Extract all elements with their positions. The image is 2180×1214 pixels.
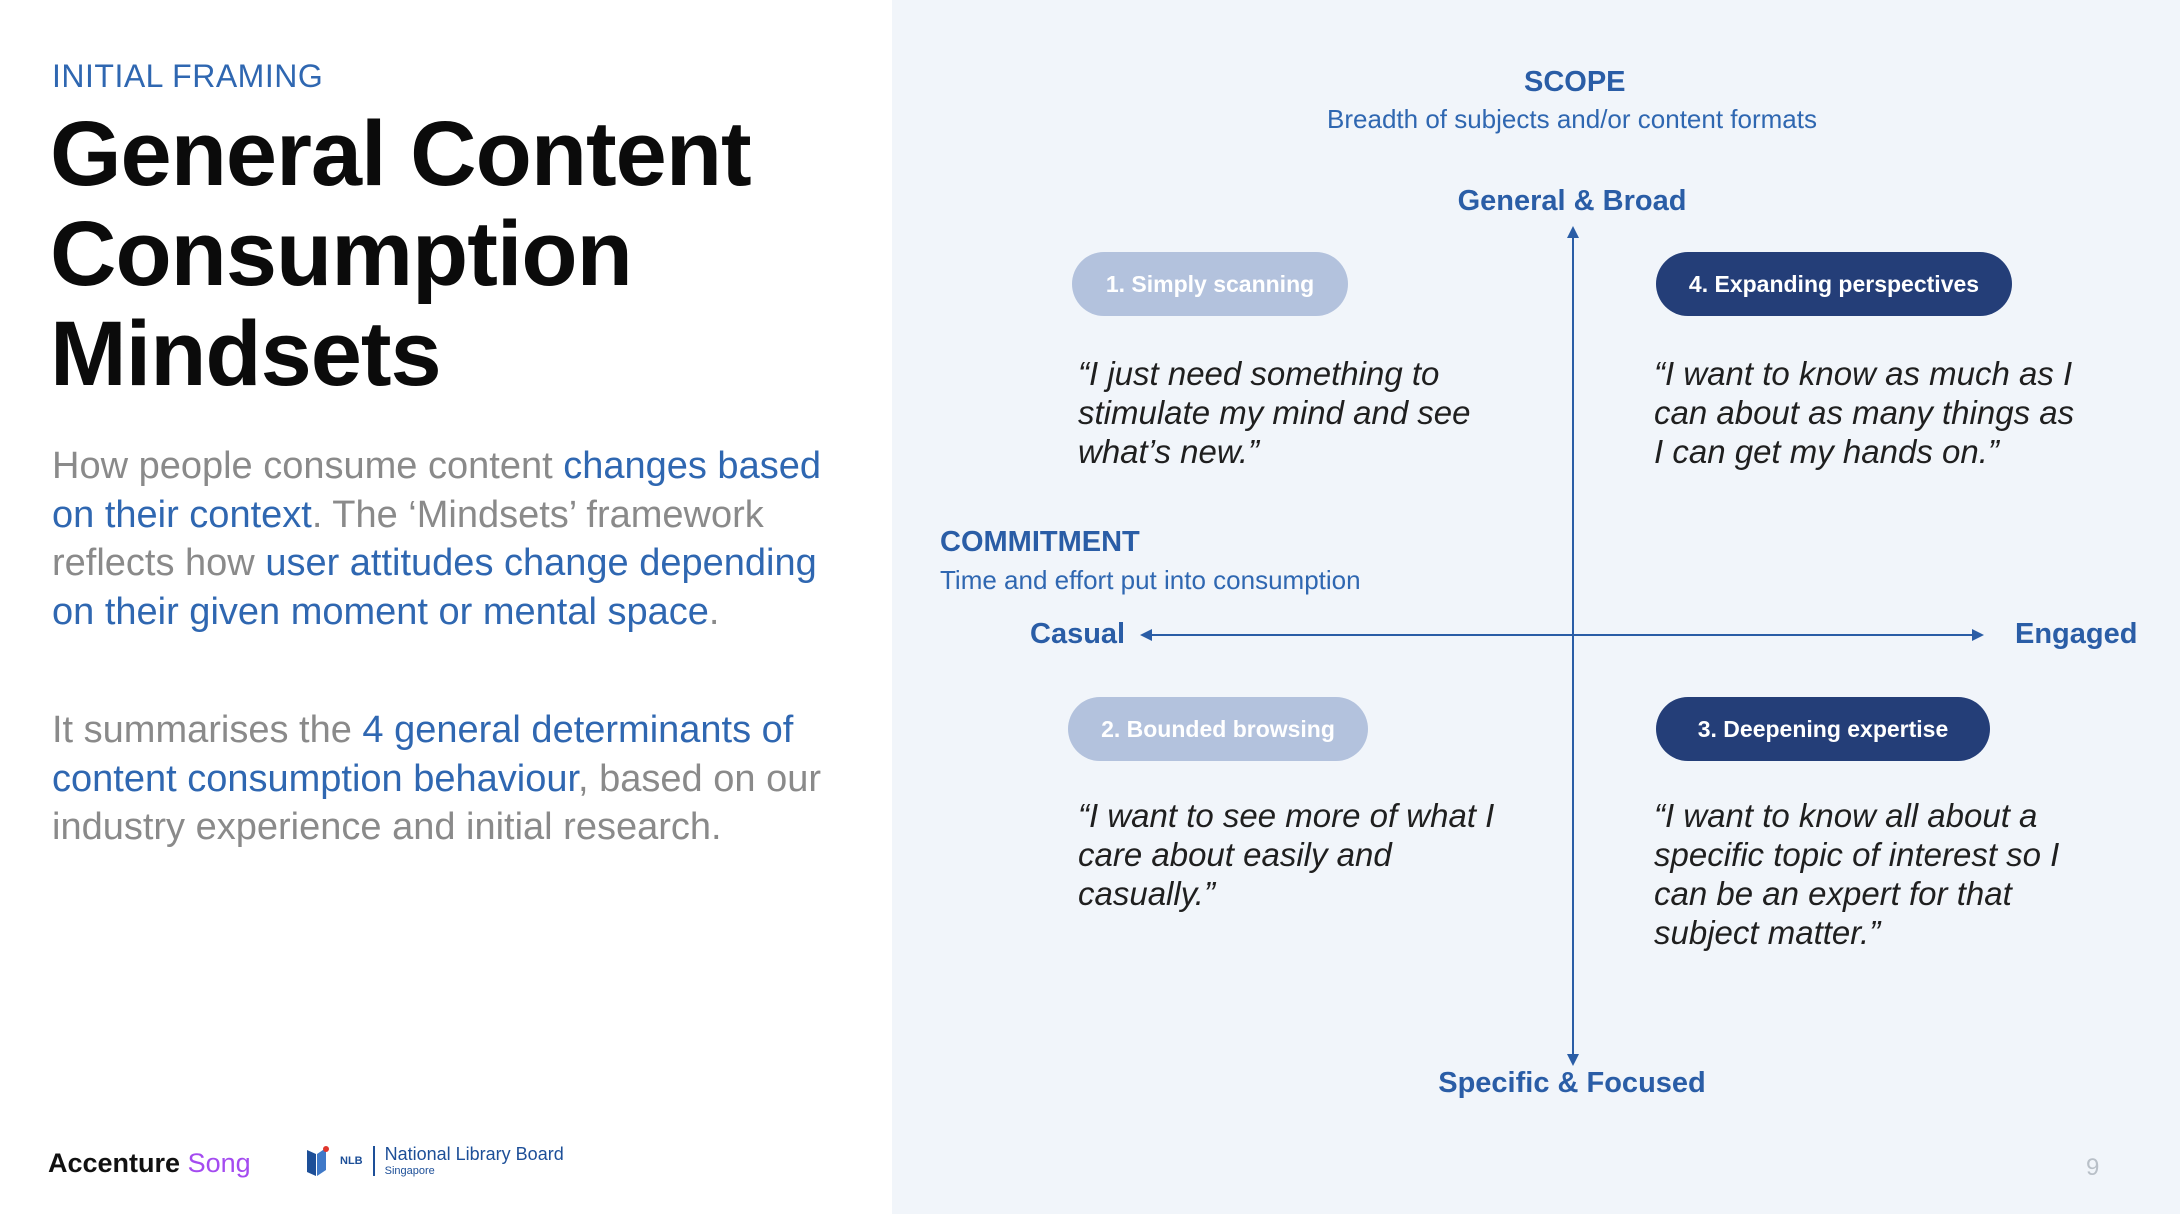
nlb-logo: NLB National Library Board Singapore — [304, 1144, 564, 1178]
accenture-song-logo: Accenture Song — [48, 1148, 251, 1179]
para-segment: , based on our industry experience and i… — [52, 757, 821, 849]
para-highlight: user attitudes change depending on their… — [52, 542, 817, 633]
intro-paragraph: How people consume content changes based… — [52, 442, 842, 636]
mindset-pill-bounded-browsing: 2. Bounded browsing — [1068, 697, 1368, 761]
scope-axis-subtitle: Breadth of subjects and/or content forma… — [1327, 104, 1817, 134]
mindset-pill-deepening-expertise: 3. Deepening expertise — [1656, 697, 1990, 761]
pole-general-broad: General & Broad — [1457, 185, 1687, 217]
commitment-axis-subtitle: Time and effort put into consumption — [940, 565, 1361, 595]
page-number: 9 — [2086, 1154, 2100, 1181]
para-segment: . — [708, 590, 720, 633]
nlb-subtitle: Singapore — [384, 1165, 435, 1177]
mindset-pill-expanding-perspectives: 4. Expanding perspectives — [1656, 252, 2012, 316]
diagram-panel — [892, 0, 2180, 1214]
summary-paragraph: It summarises the 4 general determinants… — [52, 706, 842, 852]
mindset-pill-simply-scanning: 1. Simply scanning — [1072, 252, 1348, 316]
page-title: General Content Consumption Mindsets — [50, 104, 870, 404]
title-line: General Content — [50, 103, 752, 205]
para-segment: . The ‘Mindsets’ framework reflects how — [52, 493, 764, 585]
mindset-quote-simply-scanning: “I just need something to stimulate my m… — [1078, 355, 1471, 470]
mindset-quote-deepening-expertise: “I want to know all about a specific top… — [1654, 797, 2060, 951]
scope-axis-title: SCOPE — [1524, 66, 1626, 98]
nlb-book-icon — [307, 1146, 329, 1176]
pole-specific-focused: Specific & Focused — [1438, 1067, 1706, 1099]
commitment-axis-title: COMMITMENT — [940, 526, 1140, 558]
title-line: Mindsets — [50, 303, 442, 405]
accenture-wordmark: Accenture — [48, 1148, 181, 1178]
mindset-quote-bounded-browsing: “I want to see more of what I care about… — [1078, 797, 1495, 912]
left-panel: INITIAL FRAMING General Content Consumpt… — [0, 0, 892, 1214]
nlb-separator — [372, 1146, 375, 1176]
para-segment: How people consume content — [52, 445, 564, 487]
pole-casual: Casual — [1030, 618, 1126, 650]
nlb-text: National Library Board Singapore — [385, 1145, 564, 1177]
pole-engaged: Engaged — [2015, 618, 2138, 650]
para-highlight: changes based on their context — [52, 445, 821, 536]
para-highlight: 4 general determinants of content consum… — [52, 709, 794, 800]
mindset-quote-expanding-perspectives: “I want to know as much as I can about a… — [1654, 355, 2075, 470]
title-line: Consumption — [50, 203, 633, 305]
nlb-abbr: NLB — [340, 1155, 363, 1167]
para-segment: It summarises the — [52, 709, 363, 751]
nlb-name: National Library Board — [384, 1144, 564, 1164]
eyebrow-label: INITIAL FRAMING — [52, 58, 324, 94]
song-wordmark: Song — [187, 1148, 251, 1178]
